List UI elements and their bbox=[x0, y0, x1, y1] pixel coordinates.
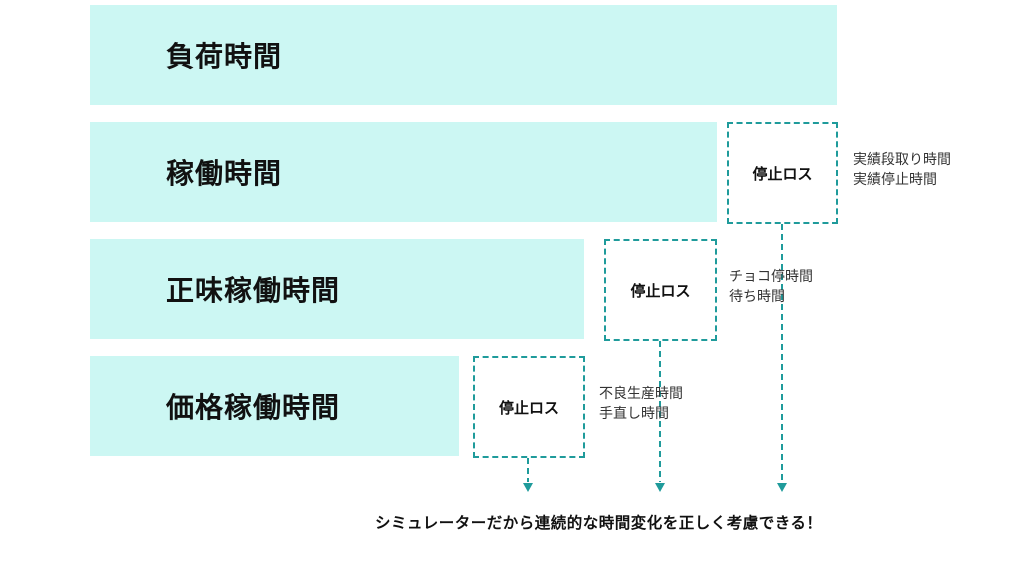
bar-net-operating-time: 正味稼働時間 bbox=[90, 239, 584, 339]
bar-load-time: 負荷時間 bbox=[90, 5, 837, 105]
loss-note-1-line-2: 実績停止時間 bbox=[853, 172, 937, 188]
loss-note-2-line-2: 待ち時間 bbox=[729, 289, 785, 305]
bar-label-load-time: 負荷時間 bbox=[166, 40, 283, 73]
stop-loss-box-1: 停止ロス bbox=[727, 122, 838, 224]
footer-caption: シミュレーターだから連続的な時間変化を正しく考慮できる！ bbox=[375, 514, 823, 532]
stop-loss-box-2: 停止ロス bbox=[604, 239, 717, 341]
stop-loss-label-3: 停止ロス bbox=[498, 398, 559, 417]
bar-operating-time: 稼働時間 bbox=[90, 122, 717, 222]
loss-note-1: 実績段取り時間 実績停止時間 bbox=[853, 150, 951, 190]
bar-value-operating-time: 価格稼働時間 bbox=[90, 356, 459, 456]
bar-label-net-operating-time: 正味稼働時間 bbox=[166, 274, 341, 307]
bar-label-operating-time: 稼働時間 bbox=[166, 157, 283, 190]
loss-note-3: 不良生産時間 手直し時間 bbox=[599, 384, 683, 424]
arrowhead-1 bbox=[777, 483, 787, 492]
arrowhead-3 bbox=[523, 483, 533, 492]
stop-loss-label-1: 停止ロス bbox=[752, 164, 813, 183]
loss-note-3-line-2: 手直し時間 bbox=[599, 406, 669, 422]
arrowhead-2 bbox=[655, 483, 665, 492]
stop-loss-label-2: 停止ロス bbox=[630, 281, 691, 300]
stop-loss-box-3: 停止ロス bbox=[473, 356, 585, 458]
bar-label-value-operating-time: 価格稼働時間 bbox=[166, 391, 341, 424]
loss-note-2-line-1: チョコ停時間 bbox=[729, 269, 813, 285]
loss-note-1-line-1: 実績段取り時間 bbox=[853, 152, 951, 168]
loss-note-3-line-1: 不良生産時間 bbox=[599, 386, 683, 402]
loss-note-2: チョコ停時間 待ち時間 bbox=[729, 267, 813, 307]
